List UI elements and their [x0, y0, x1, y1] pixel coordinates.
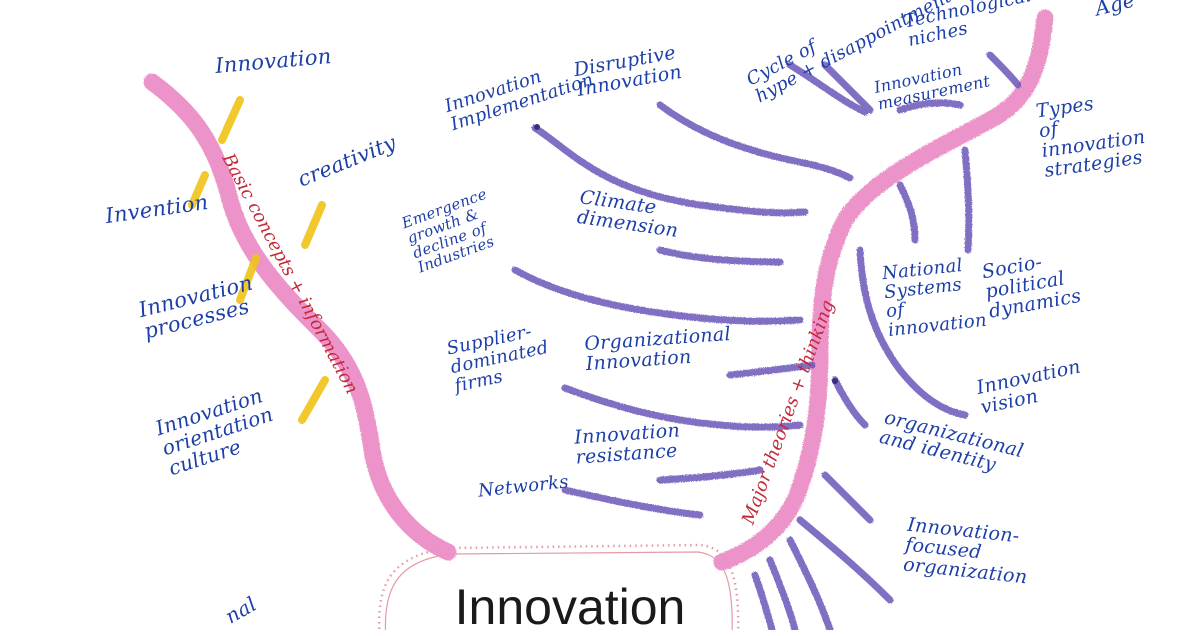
topic-national-systems-of-innovation: National Systems of innovation — [881, 254, 988, 341]
sub-branch — [961, 146, 973, 254]
sub-branch — [766, 556, 799, 630]
sub-branch — [656, 466, 764, 484]
sub-branch — [786, 61, 869, 116]
sub-branch — [561, 486, 704, 519]
sub-branch — [656, 246, 784, 266]
topic-types-of-innovation-strategies: Types of innovation strategies — [1034, 92, 1147, 182]
branch-dots — [534, 124, 838, 384]
sub-branch — [896, 99, 964, 114]
accent-stroke — [298, 376, 329, 424]
sub-branch — [896, 181, 919, 244]
sub-branch — [831, 376, 869, 429]
left-main-branch — [143, 73, 457, 561]
sub-branch — [821, 471, 874, 524]
sub-branch — [786, 536, 834, 630]
sub-branch — [796, 516, 894, 604]
branch-dot — [534, 124, 540, 130]
accent-stroke — [188, 171, 209, 209]
accent-stroke — [236, 254, 260, 304]
topic-innovation-resistance: Innovation resistance — [573, 419, 681, 469]
center-label: Innovation — [454, 579, 686, 635]
sub-branch — [511, 266, 804, 325]
topic-innovation-focused-organization: Innovation- focused organization — [902, 513, 1029, 589]
sub-branch — [561, 384, 804, 431]
sub-branch — [986, 51, 1022, 89]
right-main-branch — [713, 9, 1054, 571]
accent-stroke — [301, 201, 326, 249]
accent-stroke — [218, 96, 244, 144]
sub-branch — [821, 61, 874, 114]
sub-branch — [726, 361, 816, 379]
sub-branch — [531, 124, 809, 217]
sub-branch — [856, 246, 969, 419]
sub-branch — [751, 571, 776, 630]
branch-dot — [832, 378, 838, 384]
sub-branches — [511, 51, 1022, 630]
accent-strokes — [188, 96, 329, 424]
sub-branch — [656, 101, 854, 182]
